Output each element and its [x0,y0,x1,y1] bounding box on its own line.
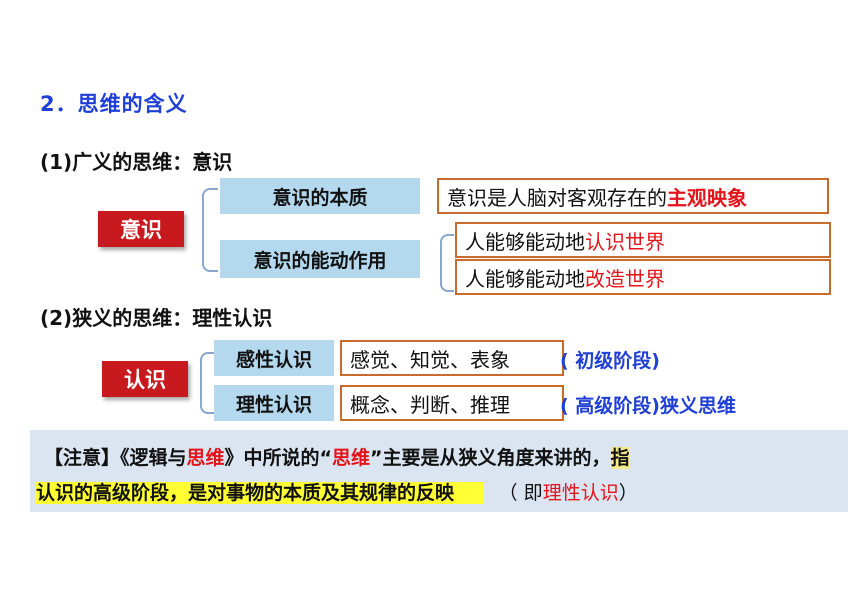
renshi-label: 认识 [102,361,188,397]
section1-brace [202,188,218,272]
agency-brace [440,234,454,292]
note-1f: 指 [610,447,630,469]
agency-item-1-highlight: 认识世界 [585,229,665,254]
note-2a: 认识的高级阶段，是对事物的本质及其规律的反映 [36,482,485,504]
agency-item-2-prefix: 人能够能动地 [465,266,585,291]
note-1b: 思维 [186,447,225,469]
essence-prefix: 意识是人脑对客观存在的 [447,185,667,210]
section2-brace [200,352,214,414]
agency-item-2-highlight: 改造世界 [585,266,665,291]
rational-content: 概念、判断、推理 [340,385,564,421]
essence-label: 意识的本质 [220,178,420,214]
note-1c: 》中所说的“ [224,447,333,469]
agency-item-1: 人能够能动地认识世界 [455,222,831,258]
rational-label: 理性认识 [214,385,334,421]
essence-highlight: 主观映象 [667,185,747,210]
note-2c: 理性认识 [542,482,619,504]
agency-label: 意识的能动作用 [220,240,420,278]
note-2d: ） [618,482,638,504]
yishi-label: 意识 [98,211,184,247]
perceptual-stage: ( 初级阶段) [560,350,660,372]
note-line-2: 认识的高级阶段，是对事物的本质及其规律的反映 （ 即理性认识） [36,478,638,505]
perceptual-content: 感觉、知觉、表象 [340,340,564,376]
note-2b: （ 即 [498,482,543,504]
note-1d: 思维 [332,447,371,469]
note-1a: 【注意】《逻辑与 [44,447,187,469]
agency-item-2: 人能够能动地改造世界 [455,259,831,295]
section2-heading: (2)狭义的思维：理性认识 [40,306,273,330]
section1-heading: (1)广义的思维：意识 [40,150,233,174]
page-title: 2．思维的含义 [40,92,188,116]
rational-stage: ( 高级阶段)狭义思维 [560,395,736,417]
agency-item-1-prefix: 人能够能动地 [465,229,585,254]
essence-content: 意识是人脑对客观存在的主观映象 [437,178,829,214]
note-line-1: 【注意】《逻辑与思维》中所说的“思维”主要是从狭义角度来讲的，指 [44,443,630,470]
note-1e: ”主要是从狭义角度来讲的， [370,447,611,469]
perceptual-label: 感性认识 [214,340,334,376]
